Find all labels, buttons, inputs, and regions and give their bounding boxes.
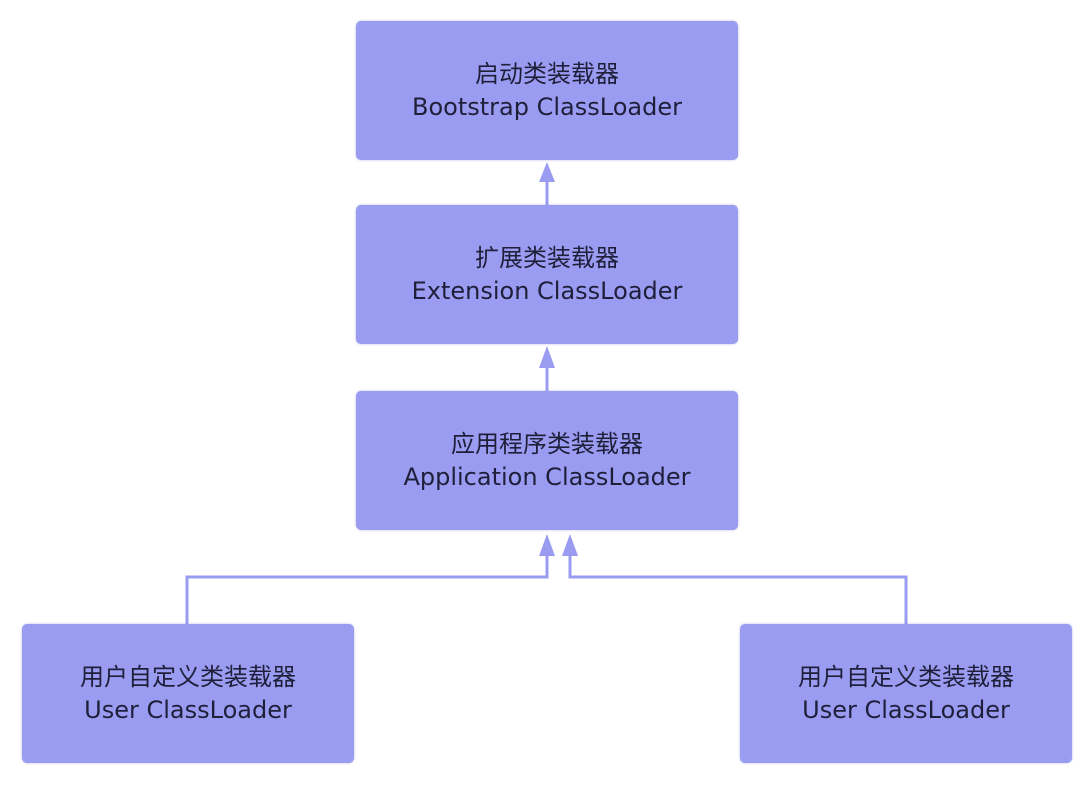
arrowhead-icon <box>562 534 578 556</box>
user-classloader-node-right: 用户自定义类装载器 User ClassLoader <box>740 624 1072 763</box>
application-classloader-node: 应用程序类装载器 Application ClassLoader <box>356 391 738 530</box>
bootstrap-classloader-node: 启动类装载器 Bootstrap ClassLoader <box>356 21 738 160</box>
arrowhead-icon <box>539 534 555 556</box>
edge-user-right-to-application <box>562 534 908 624</box>
node-title-cn: 用户自定义类装载器 <box>80 662 296 691</box>
node-title-en: Bootstrap ClassLoader <box>412 92 682 121</box>
node-title-en: User ClassLoader <box>802 695 1010 724</box>
extension-classloader-node: 扩展类装载器 Extension ClassLoader <box>356 205 738 344</box>
edge-user-left-to-application <box>185 534 555 624</box>
node-title-cn: 启动类装载器 <box>475 59 619 88</box>
edge-line <box>568 556 908 624</box>
user-classloader-node-left: 用户自定义类装载器 User ClassLoader <box>22 624 354 763</box>
edge-extension-to-bootstrap <box>539 162 555 205</box>
node-title-cn: 扩展类装载器 <box>475 243 619 272</box>
node-title-en: User ClassLoader <box>84 695 292 724</box>
node-title-en: Application ClassLoader <box>403 462 691 491</box>
node-title-en: Extension ClassLoader <box>411 276 683 305</box>
node-title-cn: 用户自定义类装载器 <box>798 662 1014 691</box>
arrowhead-icon <box>539 346 555 368</box>
edge-application-to-extension <box>539 346 555 391</box>
node-title-cn: 应用程序类装载器 <box>451 429 643 458</box>
edge-line <box>185 556 549 624</box>
arrowhead-icon <box>539 162 555 182</box>
